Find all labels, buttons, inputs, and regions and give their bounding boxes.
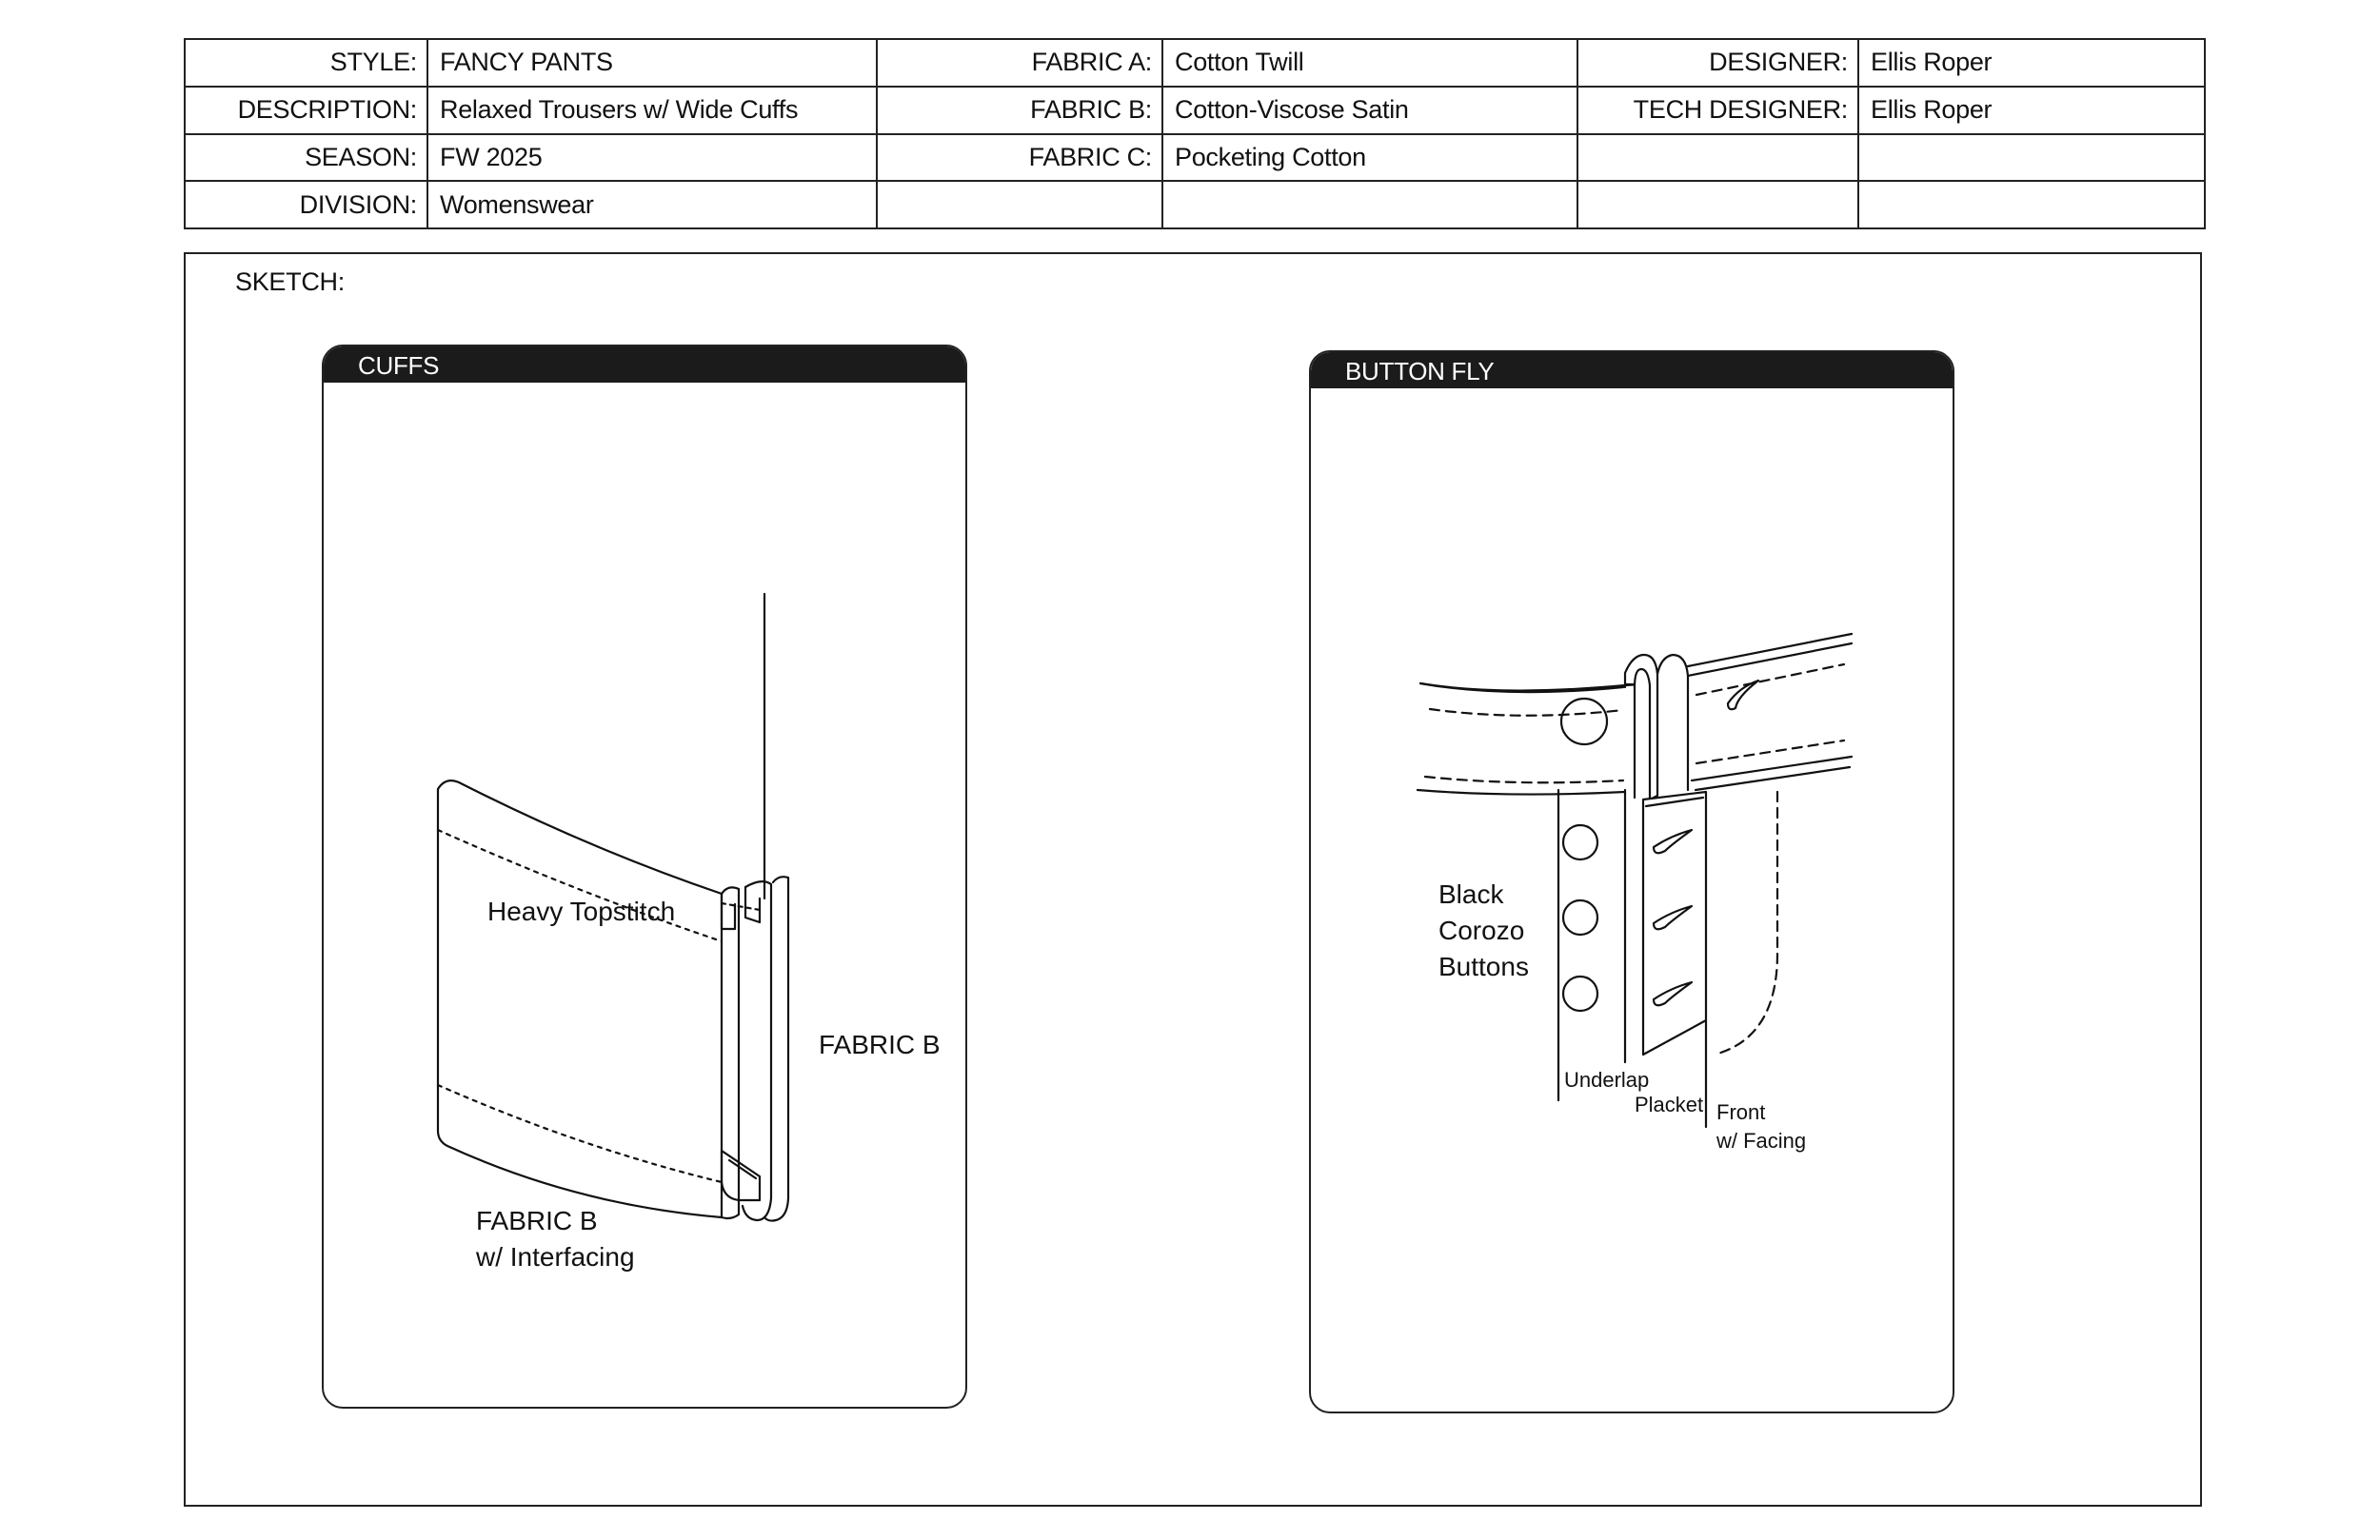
empty-cell [1577,132,1859,183]
tech-designer-label: TECH DESIGNER: [1577,85,1859,135]
buttons-callout: Buttons [1438,952,1529,981]
header-row: STYLE: FANCY PANTS FABRIC A: Cotton Twil… [184,38,2206,88]
fabric-a-value: Cotton Twill [1161,38,1578,88]
button-fly-illustration: Black Corozo Buttons Underlap Placket Fr… [1416,632,1854,1153]
corozo-buttons-callout: Corozo [1438,916,1524,945]
empty-cell [1577,180,1859,229]
empty-cell [1857,180,2206,229]
sketch-area: SKETCH: CUFFS [184,252,2202,1507]
description-value: Relaxed Trousers w/ Wide Cuffs [426,85,878,135]
empty-cell [1857,132,2206,183]
season-label: SEASON: [184,132,428,183]
front-facing-callout: w/ Facing [1716,1129,1806,1153]
fabric-c-value: Pocketing Cotton [1161,132,1578,183]
front-callout: Front [1716,1100,1765,1124]
tech-designer-value: Ellis Roper [1857,85,2206,135]
description-label: DESCRIPTION: [184,85,428,135]
button-fly-panel: BUTTON FLY [1309,350,1954,1413]
cuff-fabric-side-callout: FABRIC B [819,1030,941,1059]
empty-cell [1161,180,1578,229]
underlap-callout: Underlap [1564,1068,1649,1092]
empty-cell [876,180,1163,229]
fabric-c-label: FABRIC C: [876,132,1163,183]
designer-value: Ellis Roper [1857,38,2206,88]
button-fly-panel-title: BUTTON FLY [1311,352,1953,388]
black-buttons-callout: Black [1438,879,1504,909]
cuffs-panel-title: CUFFS [324,346,965,383]
sketch-label: SKETCH: [235,267,345,296]
cuff-topstitch-callout: Heavy Topstitch [487,897,675,926]
header-row: DIVISION: Womenswear [184,180,2206,229]
spec-header-table: STYLE: FANCY PANTS FABRIC A: Cotton Twil… [184,38,2206,229]
fabric-b-value: Cotton-Viscose Satin [1161,85,1578,135]
style-label: STYLE: [184,38,428,88]
cuffs-panel: CUFFS [322,345,967,1409]
designer-label: DESIGNER: [1577,38,1859,88]
cuff-interfacing-callout: w/ Interfacing [475,1242,635,1272]
header-row: DESCRIPTION: Relaxed Trousers w/ Wide Cu… [184,85,2206,135]
division-value: Womenswear [426,180,878,229]
division-label: DIVISION: [184,180,428,229]
placket-callout: Placket [1635,1093,1703,1116]
style-value: FANCY PANTS [426,38,878,88]
fabric-a-label: FABRIC A: [876,38,1163,88]
header-row: SEASON: FW 2025 FABRIC C: Pocketing Cott… [184,132,2206,183]
season-value: FW 2025 [426,132,878,183]
fabric-b-label: FABRIC B: [876,85,1163,135]
cuff-fabric-bottom-callout: FABRIC B [476,1206,598,1235]
cuff-illustration: Heavy Topstitch FABRIC B FABRIC B w/ Int… [436,592,941,1272]
